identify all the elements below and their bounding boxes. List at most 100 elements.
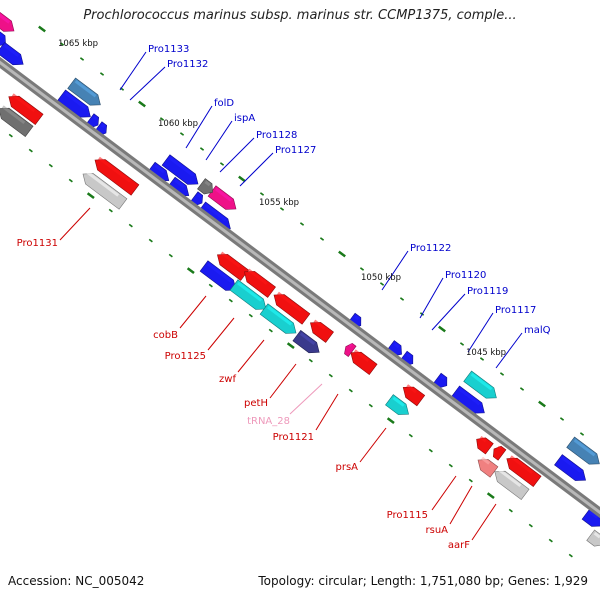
gene-arrow[interactable] [491, 466, 530, 501]
gene-label-pro1122[interactable]: Pro1122 [410, 243, 451, 254]
gene-arrow-body[interactable] [385, 394, 413, 420]
gene-arrow-body[interactable] [0, 7, 18, 36]
gene-arrow[interactable] [207, 185, 240, 214]
gene-arrow-body[interactable] [57, 89, 95, 122]
gene-arrow[interactable] [241, 267, 276, 298]
gene-arrow-highlight [74, 79, 97, 98]
gene-arrow-body[interactable] [0, 30, 10, 50]
gene-label-pro1119[interactable]: Pro1119 [467, 286, 508, 297]
gene-label-pro1131[interactable]: Pro1131 [17, 238, 58, 249]
gene-arrow-body[interactable] [270, 290, 311, 325]
gene-label-pro1125[interactable]: Pro1125 [165, 351, 206, 362]
gene-arrow-body[interactable] [342, 341, 357, 358]
gene-arrow[interactable] [451, 385, 489, 418]
gene-arrow[interactable] [554, 454, 590, 486]
gene-arrow-body[interactable] [5, 91, 44, 126]
gene-arrow-body[interactable] [399, 382, 426, 407]
gene-arrow-highlight [406, 384, 417, 394]
tick-mark [148, 238, 153, 243]
gene-arrow[interactable] [474, 455, 499, 478]
gene-label-trna28[interactable]: tRNA_28 [247, 416, 290, 427]
gene-arrow[interactable] [342, 341, 357, 358]
gene-arrow[interactable] [490, 444, 507, 461]
gene-arrow[interactable] [5, 91, 44, 126]
gene-arrow-body[interactable] [566, 436, 600, 469]
gene-label-cobb[interactable]: cobB [153, 330, 178, 341]
gene-arrow[interactable] [463, 370, 501, 403]
gene-label-pro1128[interactable]: Pro1128 [256, 130, 297, 141]
gene-arrow[interactable] [503, 453, 542, 488]
gene-arrow-body[interactable] [0, 41, 27, 69]
gene-arrow-body[interactable] [259, 303, 300, 338]
gene-arrow-body[interactable] [490, 444, 507, 461]
gene-label-pro1121[interactable]: Pro1121 [273, 432, 314, 443]
gene-arrow[interactable] [292, 329, 323, 357]
gene-arrow[interactable] [57, 89, 95, 122]
gene-arrow-body[interactable] [554, 454, 590, 486]
gene-arrow-body[interactable] [207, 185, 240, 214]
gene-arrow-body[interactable] [67, 77, 105, 110]
gene-arrow[interactable] [0, 30, 10, 50]
gene-arrow-body[interactable] [451, 385, 489, 418]
gene-arrow-body[interactable] [473, 434, 494, 455]
gene-arrow-body[interactable] [347, 347, 378, 376]
gene-arrow-body[interactable] [229, 279, 270, 314]
gene-label-pro1127[interactable]: Pro1127 [275, 145, 316, 156]
gene-arrow[interactable] [79, 169, 128, 210]
gene-arrow-body[interactable] [474, 455, 499, 478]
gene-arrow[interactable] [0, 41, 27, 69]
gene-arrow-highlight [353, 349, 370, 363]
gene-arrow[interactable] [270, 290, 311, 325]
tick-mark [38, 25, 46, 33]
gene-label-zwf[interactable]: zwf [219, 374, 236, 385]
gene-arrow-body[interactable] [503, 453, 542, 488]
gene-arrow[interactable] [161, 154, 202, 189]
gene-arrow[interactable] [473, 434, 494, 455]
gene-arrow-body[interactable] [91, 155, 140, 196]
gene-label-pro1133[interactable]: Pro1133 [148, 44, 189, 55]
tick-mark [68, 178, 73, 183]
gene-label-pro1132[interactable]: Pro1132 [167, 59, 208, 70]
gene-label-peth[interactable]: petH [244, 398, 268, 409]
gene-label-prsa[interactable]: prsA [335, 462, 358, 473]
gene-label-pro1117[interactable]: Pro1117 [495, 305, 536, 316]
gene-arrow[interactable] [399, 382, 426, 407]
tick-mark [399, 297, 405, 301]
gene-label-rsua[interactable]: rsuA [426, 525, 449, 536]
gene-arrow[interactable] [197, 178, 217, 198]
gene-arrow[interactable] [91, 155, 140, 196]
gene-arrow-body[interactable] [463, 370, 501, 403]
gene-arrow[interactable] [67, 77, 105, 110]
gene-arrow[interactable] [385, 394, 413, 420]
gene-label-malq[interactable]: malQ [524, 325, 551, 336]
gene-arrow[interactable] [0, 103, 34, 138]
gene-arrow-body[interactable] [241, 267, 276, 298]
gene-arrow-body[interactable] [307, 318, 334, 343]
gene-arrow[interactable] [586, 529, 600, 550]
gene-label-fold[interactable]: folD [214, 98, 234, 109]
gene-arrow-body[interactable] [161, 154, 202, 189]
gene-arrow[interactable] [0, 7, 18, 36]
gene-arrow-body[interactable] [214, 250, 249, 281]
gene-arrow-body[interactable] [292, 329, 323, 357]
gene-arrow[interactable] [307, 318, 334, 343]
gene-arrow-highlight [0, 32, 4, 39]
gene-arrow-body[interactable] [79, 169, 128, 210]
gene-arrow-body[interactable] [197, 178, 217, 198]
gene-arrow[interactable] [259, 303, 300, 338]
gene-label-ispa[interactable]: ispA [234, 113, 255, 124]
gene-label-aarf[interactable]: aarF [448, 540, 470, 551]
gene-arrow-body[interactable] [491, 466, 530, 501]
gene-arrow[interactable] [347, 347, 378, 376]
gene-label-pro1115[interactable]: Pro1115 [387, 510, 428, 521]
gene-arrow-body[interactable] [0, 103, 34, 138]
gene-arrow[interactable] [566, 436, 600, 469]
gene-arrow[interactable] [214, 250, 249, 281]
gene-arrow[interactable] [432, 372, 450, 391]
gene-label-pro1120[interactable]: Pro1120 [445, 270, 486, 281]
gene-arrow-highlight [3, 44, 20, 58]
gene-arrow-body[interactable] [586, 529, 600, 550]
gene-arrow-highlight [392, 396, 405, 407]
gene-arrow[interactable] [229, 279, 270, 314]
